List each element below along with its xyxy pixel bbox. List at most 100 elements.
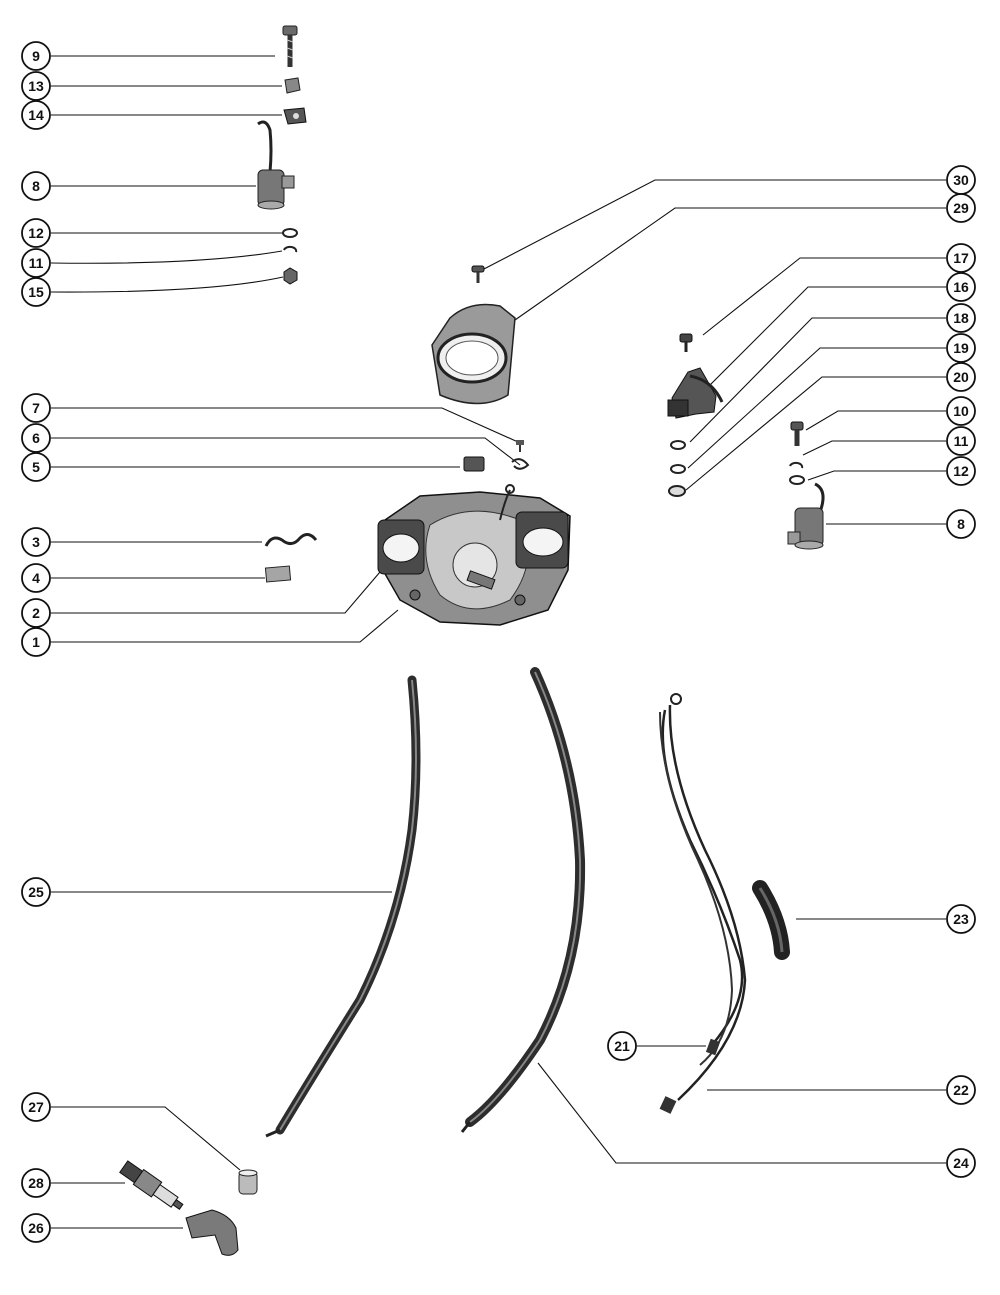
part-wire-3: [264, 533, 318, 547]
part-sleeve-23: [752, 880, 790, 960]
callout-label: 24: [953, 1155, 969, 1171]
callout-label: 2: [32, 605, 40, 621]
leader-30: [481, 179, 946, 271]
callout-30: 30: [946, 165, 976, 195]
part-spark-plug-28: [119, 1160, 184, 1210]
callout-25: 25: [21, 877, 51, 907]
part-screw-9: [282, 25, 298, 67]
callout-15: 15: [21, 277, 51, 307]
callout-2: 2: [21, 598, 51, 628]
callout-26: 26: [21, 1213, 51, 1243]
callout-7: 7: [21, 393, 51, 423]
callout-label: 6: [32, 430, 40, 446]
callout-label: 19: [953, 340, 969, 356]
callout-11-right: 11: [946, 426, 976, 456]
callout-11-top: 11: [21, 248, 51, 278]
leader-18: [689, 317, 946, 443]
callout-12-right: 12: [946, 456, 976, 486]
part-grommet-27: [238, 1169, 258, 1195]
callout-label: 5: [32, 459, 40, 475]
callout-label: 20: [953, 369, 969, 385]
callout-8-top: 8: [21, 171, 51, 201]
callout-label: 4: [32, 570, 40, 586]
part-lockwasher-11-right: [789, 461, 804, 469]
part-clip-6: [511, 458, 530, 470]
callout-label: 15: [28, 284, 44, 300]
leader-11b: [802, 440, 946, 456]
callout-4: 4: [21, 563, 51, 593]
part-condenser-8-top: [257, 120, 295, 210]
part-pad-4: [264, 565, 292, 583]
part-cable-25: [265, 675, 421, 1138]
callout-12-top: 12: [21, 218, 51, 248]
leader-16: [707, 286, 946, 388]
part-screw-17: [679, 333, 693, 352]
callout-label: 25: [28, 884, 44, 900]
callout-20: 20: [946, 362, 976, 392]
leader-12b: [807, 470, 946, 481]
callout-19: 19: [946, 333, 976, 363]
part-washer-19: [670, 464, 686, 474]
leader-11a: [50, 250, 283, 264]
callout-label: 11: [29, 255, 44, 271]
callout-label: 29: [953, 200, 969, 216]
callout-label: 30: [953, 172, 969, 188]
leader-24: [537, 1062, 946, 1164]
callout-label: 18: [953, 310, 969, 326]
callout-label: 3: [32, 534, 40, 550]
callout-10: 10: [946, 396, 976, 426]
leader-17: [702, 257, 946, 336]
part-wire-harness-21-22: [659, 693, 747, 1114]
callout-label: 14: [28, 107, 44, 123]
leader-27: [51, 1106, 241, 1171]
leader-15: [50, 276, 284, 293]
callout-label: 8: [957, 516, 965, 532]
part-washer-12-right: [789, 475, 805, 485]
callout-label: 9: [32, 48, 40, 64]
callout-label: 16: [953, 279, 969, 295]
callout-label: 23: [953, 911, 969, 927]
callout-27: 27: [21, 1092, 51, 1122]
callout-label: 21: [614, 1038, 630, 1054]
callout-17: 17: [946, 243, 976, 273]
part-nut-15: [283, 267, 298, 285]
callout-label: 22: [953, 1082, 969, 1098]
leader-29: [514, 207, 946, 321]
callout-label: 12: [28, 225, 44, 241]
leader-2: [51, 571, 381, 614]
leader-10: [805, 410, 946, 431]
leader-19: [687, 347, 946, 469]
callout-label: 13: [28, 78, 44, 94]
leader-6: [51, 437, 521, 466]
callout-16: 16: [946, 272, 976, 302]
callout-5: 5: [21, 452, 51, 482]
part-cable-24: [460, 667, 586, 1133]
part-washer-18: [670, 440, 686, 450]
part-block-5: [463, 456, 485, 472]
callout-21: 21: [607, 1031, 637, 1061]
callout-14: 14: [21, 100, 51, 130]
callout-label: 10: [953, 403, 969, 419]
part-washer-20: [668, 485, 686, 497]
callout-28: 28: [21, 1168, 51, 1198]
part-screw-30: [471, 265, 485, 283]
part-nut-13: [284, 77, 301, 94]
callout-1: 1: [21, 627, 51, 657]
callout-3: 3: [21, 527, 51, 557]
part-screw-7: [516, 440, 524, 452]
callout-label: 7: [32, 400, 40, 416]
part-stator-plate-assembly: [377, 484, 571, 626]
leader-lines: [50, 55, 946, 1229]
callout-23: 23: [946, 904, 976, 934]
part-condenser-8-right: [787, 482, 825, 550]
callout-label: 27: [28, 1099, 44, 1115]
callout-label: 11: [954, 433, 969, 449]
callout-label: 12: [953, 463, 969, 479]
callout-6: 6: [21, 423, 51, 453]
callout-label: 28: [28, 1175, 44, 1191]
part-lockwasher-11-top: [283, 245, 298, 253]
callout-18: 18: [946, 303, 976, 333]
callout-8-right: 8: [946, 509, 976, 539]
leader-1: [51, 609, 399, 643]
